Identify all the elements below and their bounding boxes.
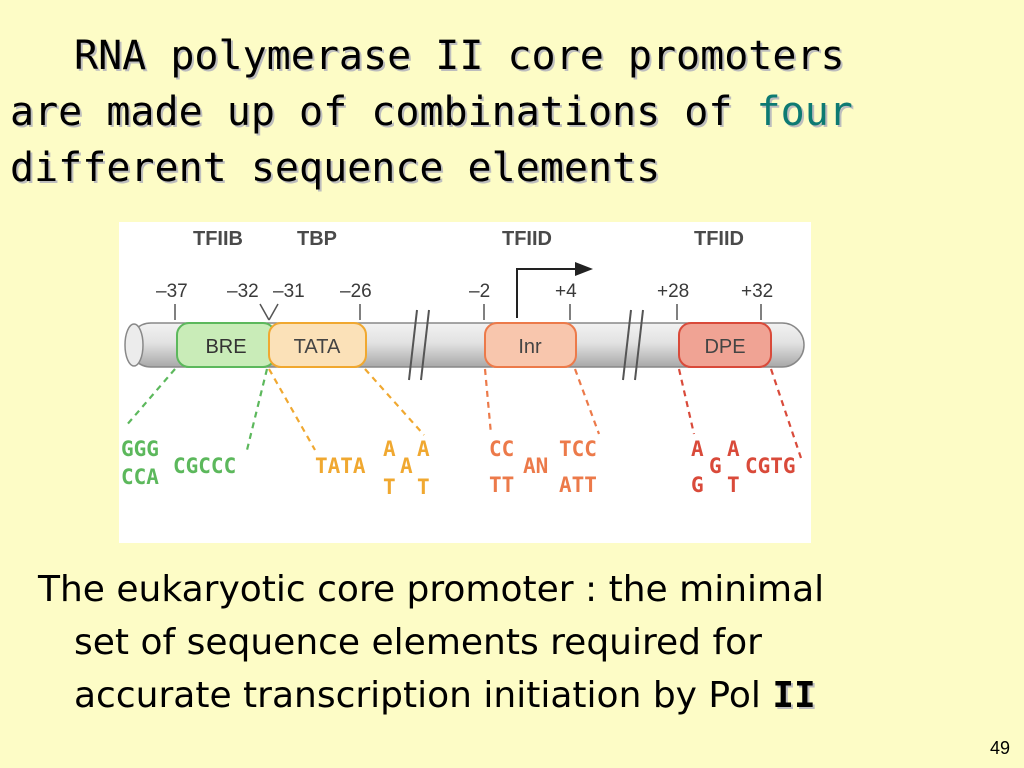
sequence-dpe-g2: G [709, 454, 722, 478]
sequence-inr-bottom-right: ATT [559, 473, 597, 497]
element-tata: TATA [268, 322, 367, 368]
caption-pol-two: II [772, 675, 816, 716]
position-label-minus2: –2 [469, 281, 490, 302]
slide-title: RNA polymerase II core promoters are mad… [10, 28, 1010, 196]
factor-label-tfiid-inr: TFIID [502, 228, 552, 250]
sequence-dpe: A G G A T CGTG [691, 437, 796, 497]
slide-number: 49 [989, 738, 1010, 758]
sequence-bre-bottom: CCA [121, 465, 159, 489]
position-label-minus37: –37 [156, 281, 188, 302]
sequence-tata-sup2: A [417, 437, 430, 461]
sequence-inr-top-left: CC [489, 437, 514, 461]
position-label-plus32: +32 [741, 281, 773, 302]
sequence-bre-top: GGG [121, 437, 159, 461]
sequence-dpe-tail: CGTG [745, 454, 796, 478]
sequence-inr-top-right: TCC [559, 437, 597, 461]
sequence-tata-mid: A [400, 454, 413, 478]
inr-connector-left [483, 368, 493, 435]
sequence-tata-sub2: T [417, 475, 430, 499]
bre-connector-left [124, 368, 176, 428]
title-line-2: are made up of combinations of four [10, 84, 1010, 140]
position-label-minus32: –32 [227, 281, 259, 302]
factor-label-tbp: TBP [297, 228, 337, 250]
element-dpe: DPE [678, 322, 772, 368]
title-highlight-four: four [756, 89, 853, 135]
slide-caption: The eukaryotic core promoter : the minim… [38, 563, 998, 722]
sequence-inr-bottom-left: TT [489, 473, 514, 497]
sequence-tata-sub1: T [383, 475, 396, 499]
sequence-inr: CC TT AN TCC ATT [489, 437, 597, 497]
factor-label-tfiid-dpe: TFIID [694, 228, 744, 250]
transcription-start-arrow [516, 262, 593, 318]
caption-line-3-text: accurate transcription initiation by Pol [74, 675, 773, 716]
caption-line-2: set of sequence elements required for [74, 622, 762, 663]
element-label-tata: TATA [294, 336, 341, 358]
caption-line-3: accurate transcription initiation by Pol… [38, 669, 998, 722]
strand-break-2 [622, 309, 644, 381]
promoter-diagram-svg: TFIIB TBP TFIID TFIID –37 –32 –31 –26 –2… [121, 228, 805, 499]
position-label-minus31: –31 [273, 281, 305, 302]
element-inr: Inr [484, 322, 577, 368]
element-bre: BRE [176, 322, 276, 368]
strand-break-1 [408, 309, 430, 381]
bre-connector-right [245, 368, 269, 451]
element-label-inr: Inr [518, 336, 542, 358]
sequence-dpe-t1: T [727, 473, 740, 497]
sequence-dpe-a1: A [691, 437, 704, 461]
tick-minus31 [268, 303, 279, 321]
caption-line-1: The eukaryotic core promoter : the minim… [38, 569, 825, 610]
sequence-bre: GGG CCA CGCCC [121, 437, 236, 489]
tata-connector-right [364, 368, 425, 436]
element-label-bre: BRE [205, 336, 246, 358]
position-label-plus4: +4 [555, 281, 577, 302]
sequence-dpe-a2: A [727, 437, 740, 461]
sequence-tata-main: TATA [315, 454, 366, 478]
tata-connector-left [268, 368, 316, 451]
promoter-diagram: TFIIB TBP TFIID TFIID –37 –32 –31 –26 –2… [119, 222, 811, 543]
position-label-minus26: –26 [340, 281, 372, 302]
inr-connector-right [573, 368, 601, 435]
factor-label-tfiib: TFIIB [193, 228, 243, 250]
sequence-tata-sup1: A [383, 437, 396, 461]
sequence-inr-mid: AN [523, 454, 548, 478]
dpe-connector-right [769, 368, 803, 459]
tick-minus32 [259, 303, 270, 321]
sequence-dpe-g1: G [691, 473, 704, 497]
sequence-tata: TATA A T A A T [315, 437, 430, 499]
title-line-2-text: are made up of combinations of [10, 89, 757, 135]
dpe-connector-left [677, 368, 696, 435]
title-line-3: different sequence elements [10, 145, 661, 191]
position-label-plus28: +28 [657, 281, 689, 302]
title-line-1: RNA polymerase II core promoters [74, 33, 845, 79]
element-label-dpe: DPE [704, 336, 745, 358]
sequence-bre-tail: CGCCC [173, 454, 236, 478]
